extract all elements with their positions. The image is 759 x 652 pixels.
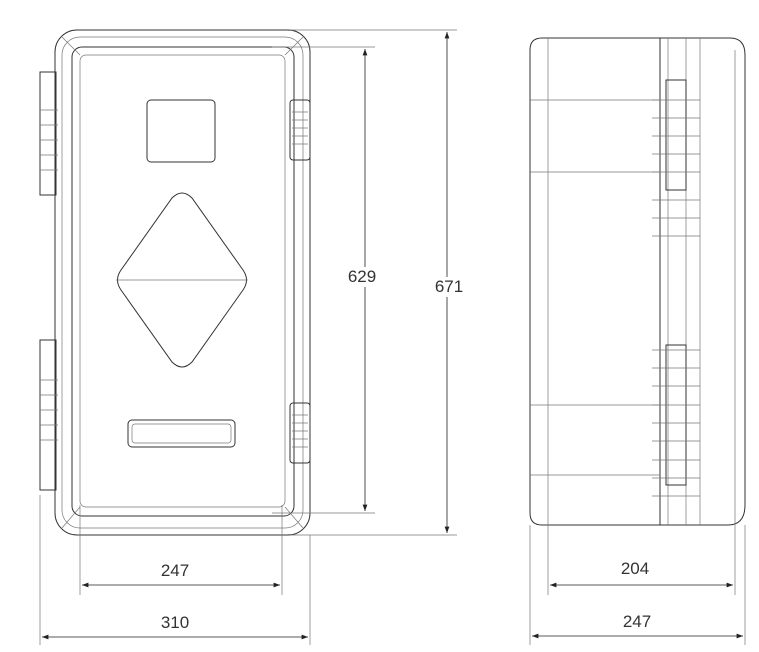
latch-bottom[interactable] — [289, 402, 311, 464]
side-dimensions — [529, 515, 746, 645]
side-latch-bottom — [665, 344, 687, 486]
front-dimensions — [39, 29, 457, 645]
cabinet-side-body — [529, 37, 661, 526]
hinge-top — [39, 71, 58, 196]
door-side — [660, 37, 746, 526]
dimension-outer-height: 671 — [432, 277, 466, 297]
label-slot — [127, 419, 236, 448]
side-latch-top — [665, 79, 687, 191]
dimension-inner-height: 629 — [345, 267, 379, 287]
dimension-outer-depth: 247 — [622, 612, 652, 631]
side-view — [529, 37, 746, 526]
cabinet-outer-body — [54, 29, 311, 536]
hinge-bottom — [39, 339, 58, 491]
dimension-inner-depth: 204 — [620, 559, 650, 578]
door-frame — [71, 46, 295, 517]
hazard-diamond — [117, 192, 247, 368]
front-view — [39, 29, 311, 536]
latch-top[interactable] — [289, 99, 311, 161]
dimension-outer-width: 310 — [160, 613, 190, 632]
door-panel — [79, 54, 286, 508]
label-window — [146, 99, 216, 163]
dimension-inner-width: 247 — [160, 561, 190, 580]
